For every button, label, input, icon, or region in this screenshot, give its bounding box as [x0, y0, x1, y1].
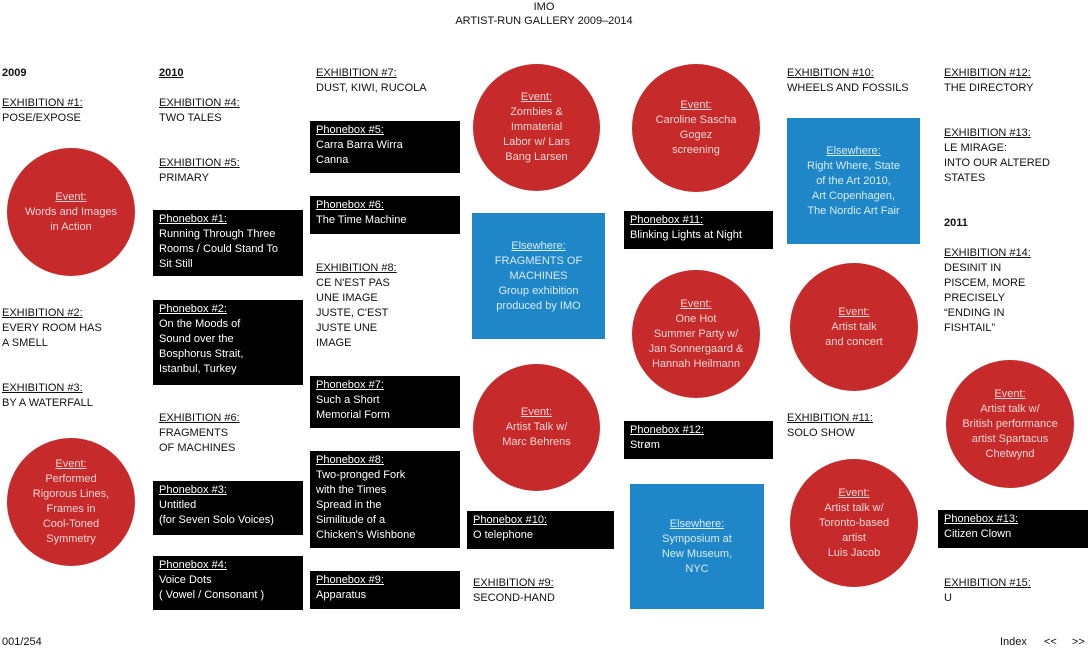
site-title: IMO — [533, 1, 555, 13]
elsewhere-fragments-of-machines[interactable]: Elsewhere:FRAGMENTS OF MACHINES Group ex… — [472, 213, 605, 339]
phonebox-10[interactable]: Phonebox #10:O telephone — [467, 511, 614, 549]
page-header: IMO ARTIST-RUN GALLERY 2009–2014 — [0, 0, 1088, 28]
exhibition-9[interactable]: EXHIBITION #9:SECOND-HAND — [473, 577, 555, 604]
page-counter: 001/254 — [2, 636, 42, 648]
exhibition-13[interactable]: EXHIBITION #13:LE MIRAGE: INTO OUR ALTER… — [944, 127, 1050, 184]
exhibition-3[interactable]: EXHIBITION #3:BY A WATERFALL — [2, 382, 93, 409]
event-spartacus-chetwynd[interactable]: Event:Artist talk w/ British performance… — [946, 360, 1074, 488]
year-2011: 2011 — [944, 217, 968, 229]
exhibition-14[interactable]: EXHIBITION #14:DESINIT IN PISCEM, MORE P… — [944, 247, 1031, 334]
phonebox-11[interactable]: Phonebox #11:Blinking Lights at Night — [624, 211, 773, 249]
exhibition-1[interactable]: EXHIBITION #1:POSE/EXPOSE — [2, 97, 83, 124]
phonebox-8[interactable]: Phonebox #8:Two-pronged Fork with the Ti… — [310, 451, 460, 548]
exhibition-11[interactable]: EXHIBITION #11:SOLO SHOW — [787, 412, 873, 439]
phonebox-12[interactable]: Phonebox #12:Strøm — [624, 421, 773, 459]
footer-nav: Index << >> — [1000, 635, 1085, 650]
event-marc-behrens[interactable]: Event:Artist Talk w/ Marc Behrens — [473, 364, 600, 491]
exhibition-5[interactable]: EXHIBITION #5:PRIMARY — [159, 157, 240, 184]
exhibition-12[interactable]: EXHIBITION #12:THE DIRECTORY — [944, 67, 1034, 94]
exhibition-6[interactable]: EXHIBITION #6:FRAGMENTS OF MACHINES — [159, 412, 240, 454]
exhibition-8[interactable]: EXHIBITION #8:CE N'EST PAS UNE IMAGE JUS… — [316, 262, 397, 349]
exhibition-2[interactable]: EXHIBITION #2:EVERY ROOM HAS A SMELL — [2, 307, 102, 349]
phonebox-5[interactable]: Phonebox #5:Carra Barra Wirra Canna — [310, 121, 460, 173]
phonebox-4[interactable]: Phonebox #4:Voice Dots ( Vowel / Consona… — [153, 556, 303, 610]
phonebox-6[interactable]: Phonebox #6:The Time Machine — [310, 196, 460, 234]
phonebox-9[interactable]: Phonebox #9:Apparatus — [310, 571, 460, 609]
event-performed-rigorous-lines[interactable]: Event:Performed Rigorous Lines, Frames i… — [7, 438, 135, 566]
phonebox-1[interactable]: Phonebox #1:Running Through Three Rooms … — [153, 210, 303, 276]
elsewhere-right-where[interactable]: Elsewhere:Right Where, State of the Art … — [787, 118, 920, 244]
phonebox-2[interactable]: Phonebox #2:On the Moods of Sound over t… — [153, 300, 303, 385]
exhibition-10[interactable]: EXHIBITION #10:WHEELS AND FOSSILS — [787, 67, 909, 94]
exhibition-7[interactable]: EXHIBITION #7:DUST, KIWI, RUCOLA — [316, 67, 427, 94]
year-2009: 2009 — [2, 67, 27, 79]
prev-link[interactable]: << — [1043, 636, 1057, 648]
index-link[interactable]: Index — [1000, 636, 1027, 648]
site-subtitle: ARTIST-RUN GALLERY 2009–2014 — [455, 15, 633, 27]
exhibition-4[interactable]: EXHIBITION #4:TWO TALES — [159, 97, 240, 124]
exhibition-15[interactable]: EXHIBITION #15:U — [944, 577, 1031, 604]
year-2010: 2010 — [159, 67, 184, 79]
phonebox-13[interactable]: Phonebox #13:Citizen Clown — [938, 510, 1088, 548]
event-luis-jacob[interactable]: Event:Artist talk w/ Toronto-based artis… — [790, 459, 918, 587]
elsewhere-symposium-new-museum[interactable]: Elsewhere:Symposium at New Museum, NYC — [630, 484, 764, 609]
event-zombies-immaterial-labor[interactable]: Event:Zombies & Immaterial Labor w/ Lars… — [473, 64, 600, 191]
phonebox-7[interactable]: Phonebox #7:Such a Short Memorial Form — [310, 376, 460, 428]
event-caroline-sascha-gogez[interactable]: Event:Caroline Sascha Gogez screening — [632, 64, 760, 192]
next-link[interactable]: >> — [1071, 636, 1085, 648]
phonebox-3[interactable]: Phonebox #3:Untitled (for Seven Solo Voi… — [153, 481, 303, 535]
event-words-and-images[interactable]: Event:Words and Images in Action — [7, 148, 135, 276]
event-one-hot-summer-party[interactable]: Event:One Hot Summer Party w/ Jan Sonner… — [632, 270, 760, 398]
event-artist-talk-and-concert[interactable]: Event:Artist talk and concert — [790, 263, 918, 391]
